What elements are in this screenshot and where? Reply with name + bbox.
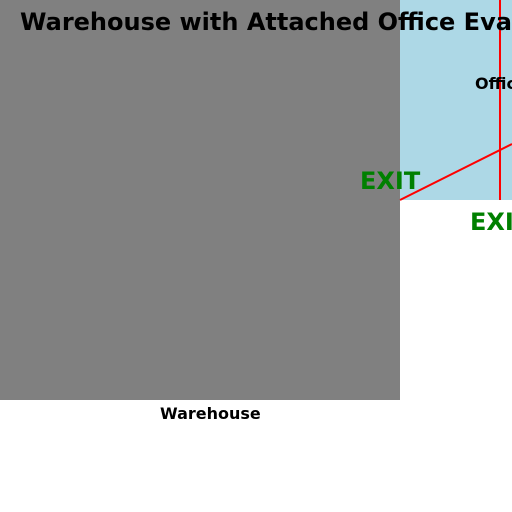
warehouse-label: Warehouse <box>160 404 261 423</box>
evacuation-route-diagonal <box>399 143 512 201</box>
office-label: Offic <box>475 74 512 93</box>
exit-sign-office-south: EXI <box>470 208 512 236</box>
warehouse-area <box>0 0 400 400</box>
page-title: Warehouse with Attached Office Evac <box>20 8 512 36</box>
office-area <box>400 0 512 200</box>
exit-sign-office-west: EXIT <box>360 167 421 195</box>
